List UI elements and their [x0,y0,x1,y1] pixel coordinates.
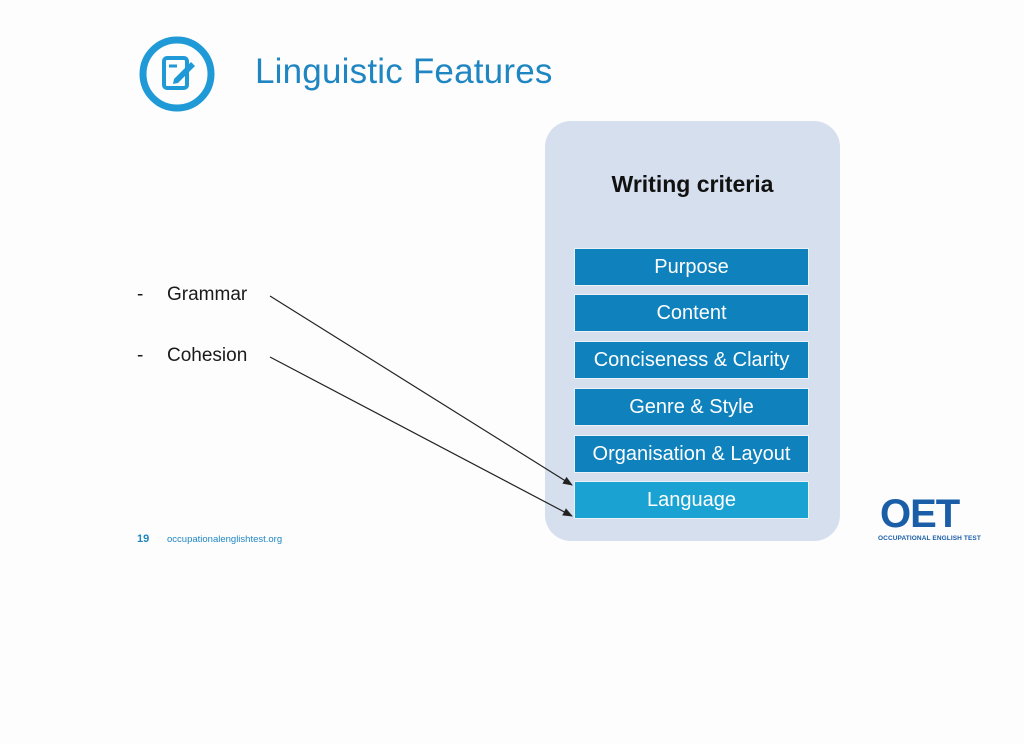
page-number: 19 [137,533,150,545]
bullet-dash: - [137,345,144,366]
criteria-item-language: Language [574,481,809,519]
criteria-item-content: Content [574,294,809,332]
bullet-label: Grammar [167,284,248,305]
criteria-item-organisation-layout: Organisation & Layout [574,435,809,473]
grammar-arrow [269,295,573,486]
oet-logo: OET [880,492,960,536]
website-link[interactable]: occupationalenglishtest.org [167,534,283,545]
bullet-dash: - [137,284,144,305]
criteria-item-conciseness-clarity: Conciseness & Clarity [574,341,809,379]
bullet-cohesion: - Cohesion [137,345,247,367]
cohesion-arrow [269,356,573,517]
criteria-item-genre-style: Genre & Style [574,388,809,426]
page-title: Linguistic Features [255,52,553,91]
bullet-grammar: - Grammar [137,284,247,306]
panel-title: Writing criteria [611,171,774,197]
bullet-label: Cohesion [167,345,248,366]
criteria-item-purpose: Purpose [574,248,809,286]
edit-note-icon [139,36,215,112]
oet-logo-tagline: OCCUPATIONAL ENGLISH TEST [878,535,981,542]
